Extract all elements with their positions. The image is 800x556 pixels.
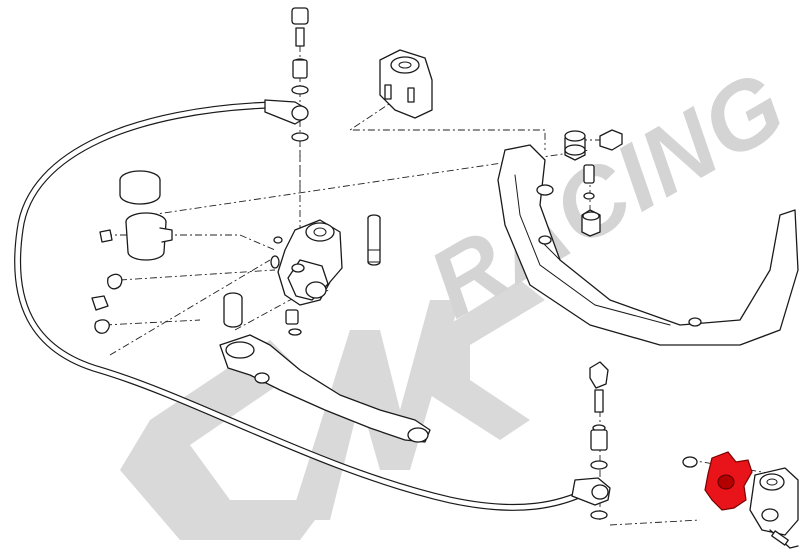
guard-mount-hardware (564, 129, 623, 237)
left-small-fittings (91, 273, 123, 334)
watermark-sub-text: RACING (412, 50, 800, 338)
crush-washer-2 (291, 132, 309, 142)
reservoir-cap (119, 179, 161, 205)
slave-cylinder-body (749, 467, 799, 549)
reservoir-body (125, 221, 167, 261)
brake-lever (219, 334, 431, 443)
watermark-letter-c (120, 340, 330, 540)
banjo-eye-top (291, 105, 309, 121)
watermark-letter-c2 (430, 280, 545, 440)
bleeder-screw (295, 27, 305, 47)
watermark-logo: CNC RACING (120, 50, 800, 540)
red-adjuster-hole (717, 474, 735, 490)
watermark-brand-text: CNC (152, 515, 154, 517)
highlighted-adjuster-part (682, 451, 753, 511)
lever-pivot-pin (367, 214, 381, 266)
lever-spacer (223, 292, 243, 328)
handlebar-clamp (379, 49, 433, 119)
banjo-bolt (292, 59, 308, 79)
fluid-reservoir (99, 170, 173, 261)
master-cylinder (270, 219, 343, 336)
lower-banjo-bolt-stack (571, 361, 611, 520)
top-banjo-bolt-stack (264, 7, 309, 142)
reservoir-clip (99, 229, 113, 243)
reservoir-spout (159, 227, 173, 243)
brake-hose (14, 101, 594, 511)
small-washer (682, 456, 698, 468)
lever-guard (497, 144, 799, 346)
crush-washer-1 (291, 85, 309, 95)
bleeder-cap (291, 7, 309, 25)
